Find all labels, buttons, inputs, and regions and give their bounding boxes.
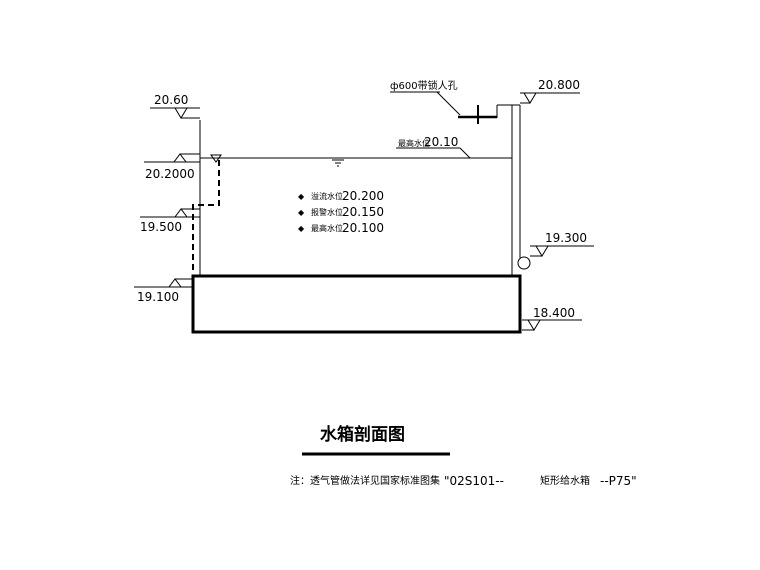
maxwater-leader (459, 147, 471, 159)
maxwater-value: 20.10 (424, 135, 458, 149)
note-middle: 矩形给水箱 (540, 474, 590, 487)
level-value-1: 20.200 (342, 189, 384, 203)
float-ball (517, 256, 531, 270)
level-bullet-3: ◆ (298, 224, 305, 233)
elev-left-bottom: 19.100 (137, 290, 179, 304)
level-value-2: 20.150 (342, 205, 384, 219)
elev-marker-right-bottom (522, 319, 582, 331)
manhole-leader (436, 91, 461, 116)
tank-base-slab (191, 274, 522, 334)
elev-left-mid: 19.500 (140, 220, 182, 234)
dashed-overflow-pipe (192, 160, 220, 272)
elev-marker-right-mid (530, 245, 594, 257)
level-label-3: 最高水位 (311, 223, 343, 233)
elev-marker-left-water (144, 153, 200, 163)
level-label-1: 溢流水位 (311, 191, 343, 201)
elev-right-bottom: 18.400 (533, 306, 575, 320)
elev-left-top: 20.60 (154, 93, 188, 107)
elev-marker-right-top (520, 92, 580, 104)
elev-marker-left-bottom (134, 278, 193, 288)
note-code: "02S101-- (444, 474, 504, 488)
note-suffix: --P75" (600, 474, 637, 488)
elev-right-top: 20.800 (538, 78, 580, 92)
elev-marker-left-top (150, 107, 200, 119)
level-list: ◆ 溢流水位 20.200 ◆ 报警水位 20.150 ◆ 最高水位 20.10… (298, 189, 384, 235)
level-bullet-1: ◆ (298, 192, 305, 201)
maxwater-label: 最高水位 (398, 138, 430, 148)
level-label-2: 报警水位 (311, 207, 343, 217)
elev-right-mid: 19.300 (545, 231, 587, 245)
manhole-label: ф600带锁人孔 (390, 79, 458, 92)
level-bullet-2: ◆ (298, 208, 305, 217)
elev-left-water: 20.2000 (145, 167, 195, 181)
level-value-3: 20.100 (342, 221, 384, 235)
inlet-marker (210, 154, 222, 163)
drawing-title: 水箱剖面图 (320, 424, 405, 445)
note-prefix: 注：透气管做法详见国家标准图集 (290, 474, 440, 487)
elev-marker-left-mid (140, 208, 200, 218)
